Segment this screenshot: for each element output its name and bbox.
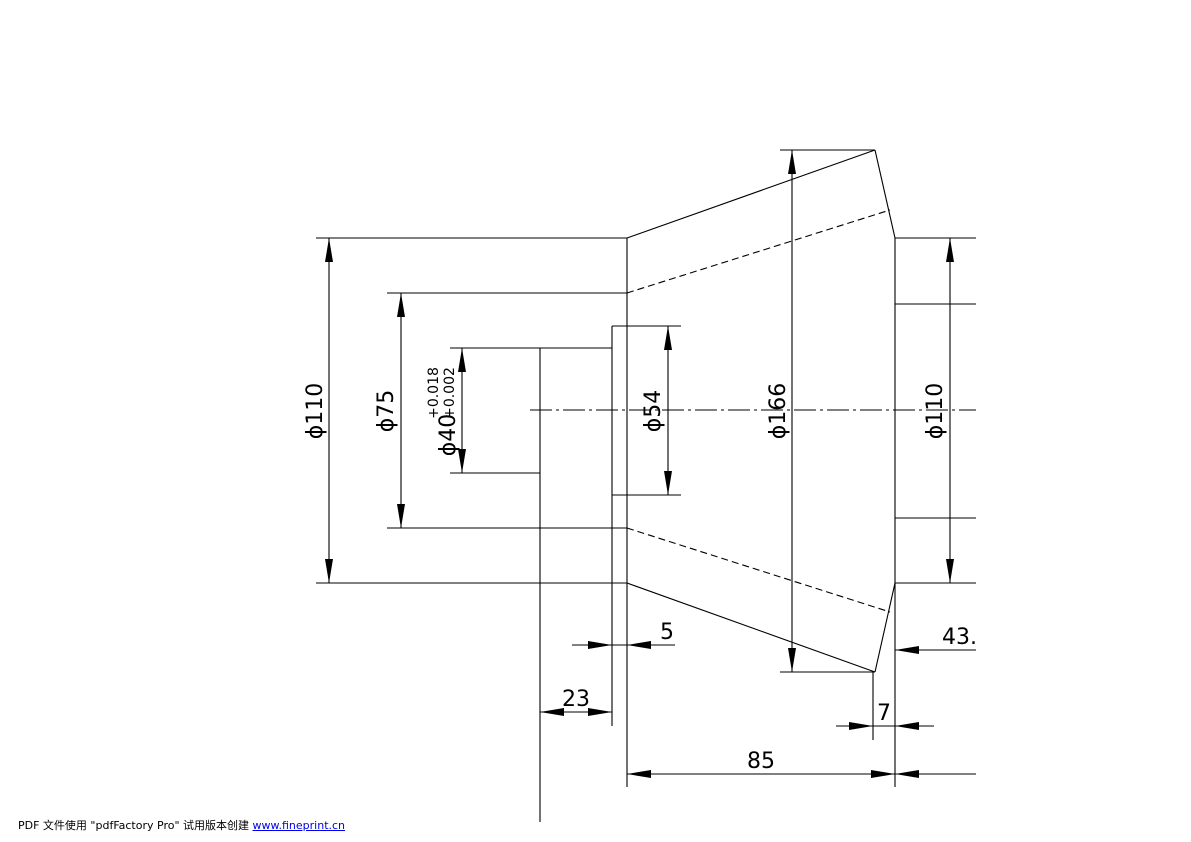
label-len-43-5: 43.5: [942, 625, 991, 650]
label-dia-40-tol-upper: +0.018: [426, 367, 442, 419]
label-dia-54: ϕ54: [641, 390, 666, 433]
label-len-5: 5: [660, 620, 674, 645]
label-dia-110-right: ϕ110: [923, 383, 948, 440]
footer-link[interactable]: www.fineprint.cn: [252, 819, 346, 832]
label-dia-40: ϕ40: [436, 414, 461, 457]
footer-text: PDF 文件使用 "pdfFactory Pro" 试用版本创建: [18, 819, 250, 832]
arrowheads: [325, 150, 954, 778]
hidden-lines: [626, 209, 891, 613]
label-len-23: 23: [562, 687, 590, 712]
label-len-85: 85: [747, 749, 775, 774]
label-dia-40-tol-lower: +0.002: [442, 367, 458, 419]
part-outline: [450, 149, 976, 822]
label-dia-75: ϕ75: [374, 390, 399, 433]
extension-lines: [316, 149, 875, 740]
label-dia-110-left: ϕ110: [303, 383, 328, 440]
dimension-lines: [328, 150, 976, 775]
label-len-7: 7: [877, 701, 891, 726]
pdf-footer: PDF 文件使用 "pdfFactory Pro" 试用版本创建 www.fin…: [18, 817, 345, 833]
label-dia-166: ϕ166: [766, 383, 791, 440]
dimension-labels: ϕ110 ϕ75 ϕ40 +0.018 +0.002 ϕ54 ϕ166 ϕ110…: [303, 367, 991, 774]
